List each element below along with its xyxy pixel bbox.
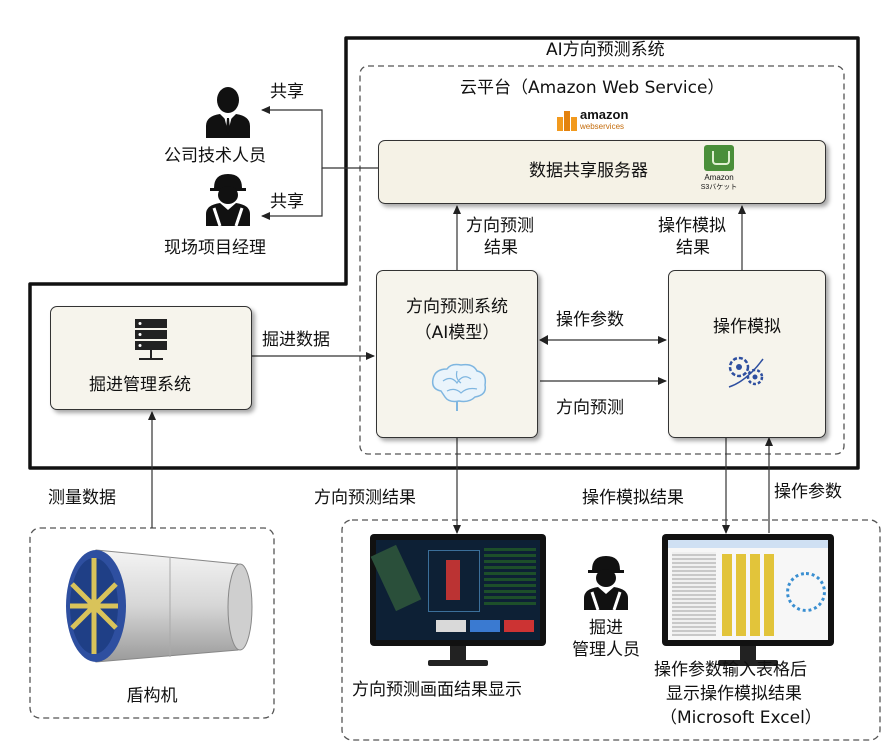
tunneling-mgmt-label: 掘进管理系统 [89,375,191,395]
excel-caption-1: 操作参数输入表格后 [654,660,807,680]
direction-prediction-label: 方向预测 [556,398,624,418]
operation-simulation-box: 操作模拟 [668,270,826,438]
tunneling-management-system: 掘进管理系统 [50,306,252,410]
share-connector [261,106,378,169]
share-label-1: 共享 [270,82,304,102]
sim-result-up-label-2: 结果 [676,238,710,258]
shield-machine-image [40,544,264,666]
shield-machine-label: 盾构机 [126,686,178,706]
engineer-icon [200,86,256,138]
cloud-boundary [359,65,845,455]
excel-monitor [662,534,834,670]
aws-logo-name: amazon [580,107,629,122]
manager-label: 现场项目经理 [164,238,266,258]
ai-model-label-2: （AI模型） [414,323,500,343]
operator-icon [582,554,630,611]
prediction-result-up-label-1: 方向预测 [466,216,534,236]
s3-bucket-icon [704,145,734,171]
aws-logo: amazon webservices [556,108,636,134]
site-boundary [341,519,881,741]
ai-system-frame [28,36,860,470]
brain-icon [427,361,491,413]
server-rack-icon [133,317,169,363]
prediction-monitor [370,534,546,670]
sim-result-up-label-1: 操作模拟 [658,216,726,236]
display-caption: 方向预测画面结果显示 [352,680,522,700]
sim-result-down-label: 操作模拟结果 [582,488,684,508]
excel-caption-2: 显示操作模拟结果 [666,684,802,704]
aws-cubes-icon [557,111,577,131]
share-label-2: 共享 [270,192,304,212]
op-sim-label: 操作模拟 [713,317,781,337]
engineer-label: 公司技术人员 [164,146,266,166]
op-params-label: 操作参数 [556,310,624,330]
s3-brand: Amazon [704,173,734,182]
prediction-result-down-label: 方向预测结果 [314,488,416,508]
cloud-title: 云平台（Amazon Web Service） [460,78,725,98]
s3-sub: S3バケット [700,184,738,191]
server-label: 数据共享服务器 [529,161,648,181]
tunneling-data-label: 掘进数据 [262,330,330,350]
excel-screen [668,540,828,640]
prediction-screen [370,540,540,640]
ai-model-label-1: 方向预测系统 [406,297,508,317]
op-params-up-label: 操作参数 [774,482,842,502]
ai-system-title: AI方向预测系统 [546,40,665,60]
excel-caption-3: （Microsoft Excel） [660,708,822,728]
prediction-result-up-label-2: 结果 [484,238,518,258]
data-sharing-server: 数据共享服务器 Amazon S3バケット [378,140,826,204]
measurement-data-label: 测量数据 [48,488,116,508]
ai-model-box: 方向预测系统 （AI模型） [376,270,538,438]
gears-icon [723,351,771,391]
aws-logo-sub: webservices [580,122,625,131]
operator-label-2: 管理人员 [572,640,640,660]
manager-icon [200,172,256,227]
s3-badge: Amazon S3バケット [697,145,741,197]
operator-label-1: 掘进 [589,618,623,638]
